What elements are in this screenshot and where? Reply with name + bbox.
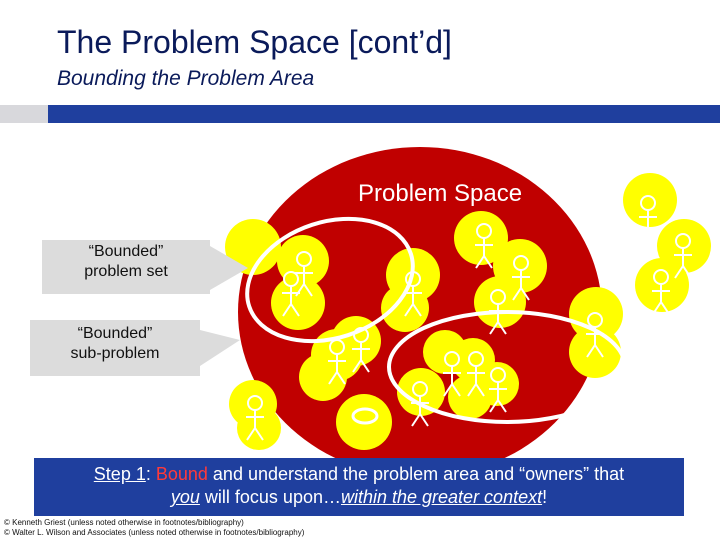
callout-arrow-2 xyxy=(200,330,240,366)
bounded-problem-set-callout: “Bounded” problem set xyxy=(42,240,210,294)
callout-1-line-2: problem set xyxy=(84,263,168,280)
step-text-1: and understand the problem area and “own… xyxy=(207,464,625,484)
slide-title: The Problem Space [cont’d] xyxy=(57,24,452,60)
step-bound: Bound xyxy=(155,464,208,484)
problem-space-label: Problem Space xyxy=(358,180,523,207)
bounded-sub-problem-outline xyxy=(387,310,627,424)
bounded-problem-set-outline xyxy=(245,216,415,344)
step-end: ! xyxy=(542,487,548,507)
slide-subtitle: Bounding the Problem Area xyxy=(57,67,315,90)
callout-arrow-1 xyxy=(210,246,248,290)
step-text-2: will focus upon… xyxy=(199,487,341,507)
copyright-footer: © Kenneth Griest (unless noted otherwise… xyxy=(4,518,304,538)
step-colon: : xyxy=(145,464,156,484)
step-banner: Step 1: Bound and understand the problem… xyxy=(34,458,684,516)
title-bar-accent xyxy=(0,105,48,123)
copyright-line-2: © Walter L. Wilson and Associates (unles… xyxy=(4,528,305,537)
stakeholder-ring xyxy=(351,407,379,425)
step-context: within the greater context xyxy=(340,487,543,507)
callout-2-line-1: “Bounded” xyxy=(77,325,153,342)
step-number: Step 1 xyxy=(93,464,146,484)
callout-2-line-2: sub-problem xyxy=(70,345,160,362)
title-bar xyxy=(48,105,720,123)
bounded-sub-problem-callout: “Bounded” sub-problem xyxy=(30,320,200,376)
step-you: you xyxy=(170,487,200,507)
callout-1-line-1: “Bounded” xyxy=(88,243,164,260)
copyright-line-1: © Kenneth Griest (unless noted otherwise… xyxy=(4,518,244,527)
